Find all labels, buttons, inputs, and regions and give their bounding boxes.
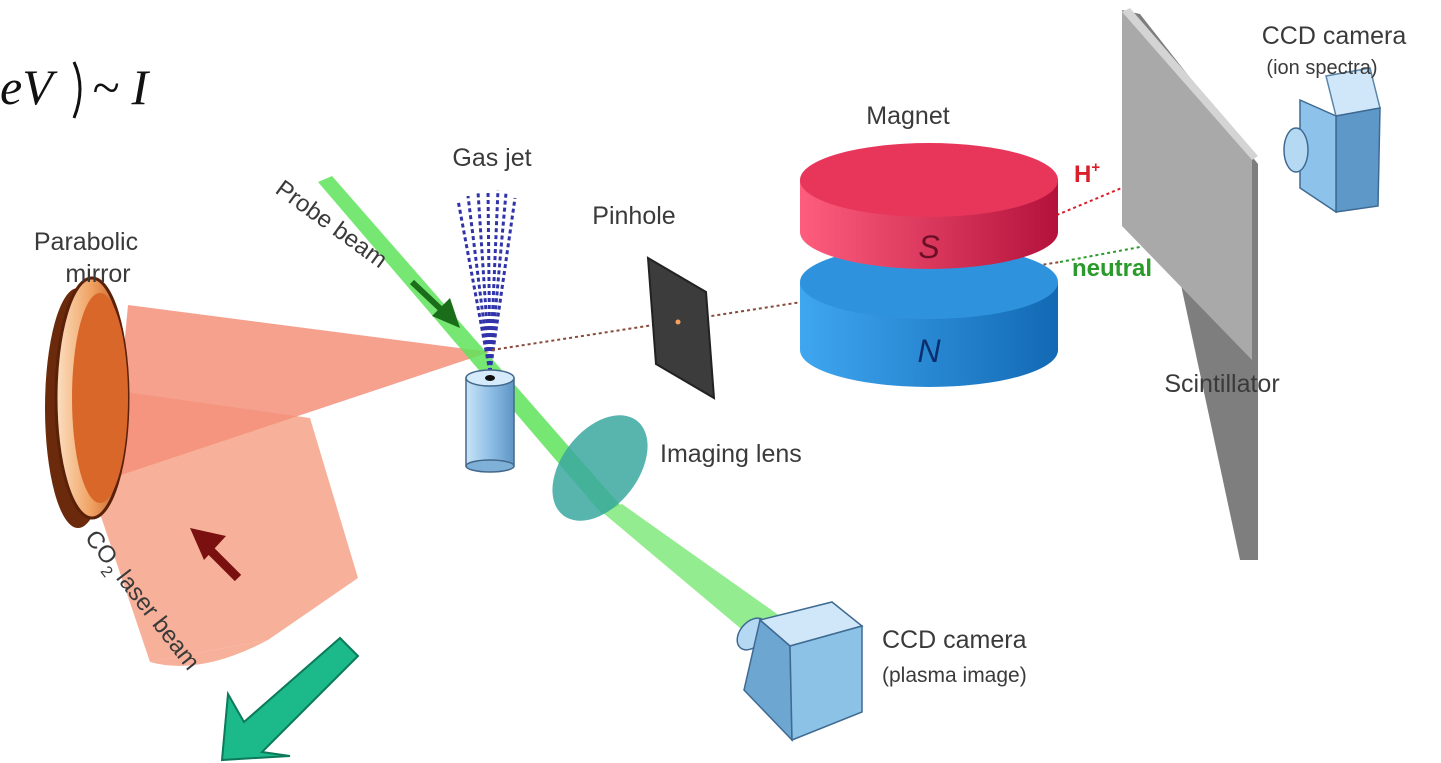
laser-direction-arrow [190, 528, 242, 582]
formula-prefix: eV [0, 59, 58, 115]
label-h-sup: + [1091, 159, 1100, 176]
probe-beam-after-lens [602, 504, 780, 638]
magnet-pole-s [800, 143, 1058, 269]
scaling-formula: eV ~ I [0, 59, 151, 119]
label-imaging-lens: Imaging lens [660, 440, 802, 468]
label-parabolic-mirror-2: mirror [65, 260, 130, 288]
pinhole [646, 256, 716, 400]
label-h: H [1074, 161, 1091, 188]
label-ccd-plasma-1: CCD camera [882, 626, 1027, 654]
label-pinhole: Pinhole [592, 202, 675, 230]
label-gas-jet: Gas jet [452, 144, 531, 172]
magnet: S N [800, 143, 1058, 387]
big-green-arrow [220, 636, 360, 762]
probe-direction-arrow [409, 279, 460, 328]
scintillator [1122, 8, 1258, 560]
gas-jet-nozzle [465, 369, 515, 473]
ccd-camera-plasma [736, 601, 864, 742]
label-scintillator: Scintillator [1164, 370, 1279, 398]
magnet-n-letter: N [917, 333, 941, 369]
formula-paren [72, 61, 82, 119]
label-parabolic-mirror-1: Parabolic [34, 228, 138, 256]
gas-jet-streams [456, 189, 517, 373]
label-magnet: Magnet [866, 102, 949, 130]
label-ccd-ion-1: CCD camera [1262, 22, 1407, 50]
label-ccd-ion-2: (ion spectra) [1266, 57, 1377, 79]
magnet-s-letter: S [918, 229, 939, 265]
formula-suffix: ~ I [92, 59, 151, 115]
ccd-camera-ion [1283, 67, 1381, 214]
label-ccd-plasma-2: (plasma image) [882, 664, 1027, 687]
co2-laser-beam-focused [112, 305, 490, 478]
label-neutral: neutral [1072, 255, 1152, 282]
imaging-lens [552, 415, 648, 521]
probe-beam [318, 176, 620, 514]
parabolic-mirror [45, 276, 130, 528]
label-h-plus: H+ [1074, 159, 1100, 188]
